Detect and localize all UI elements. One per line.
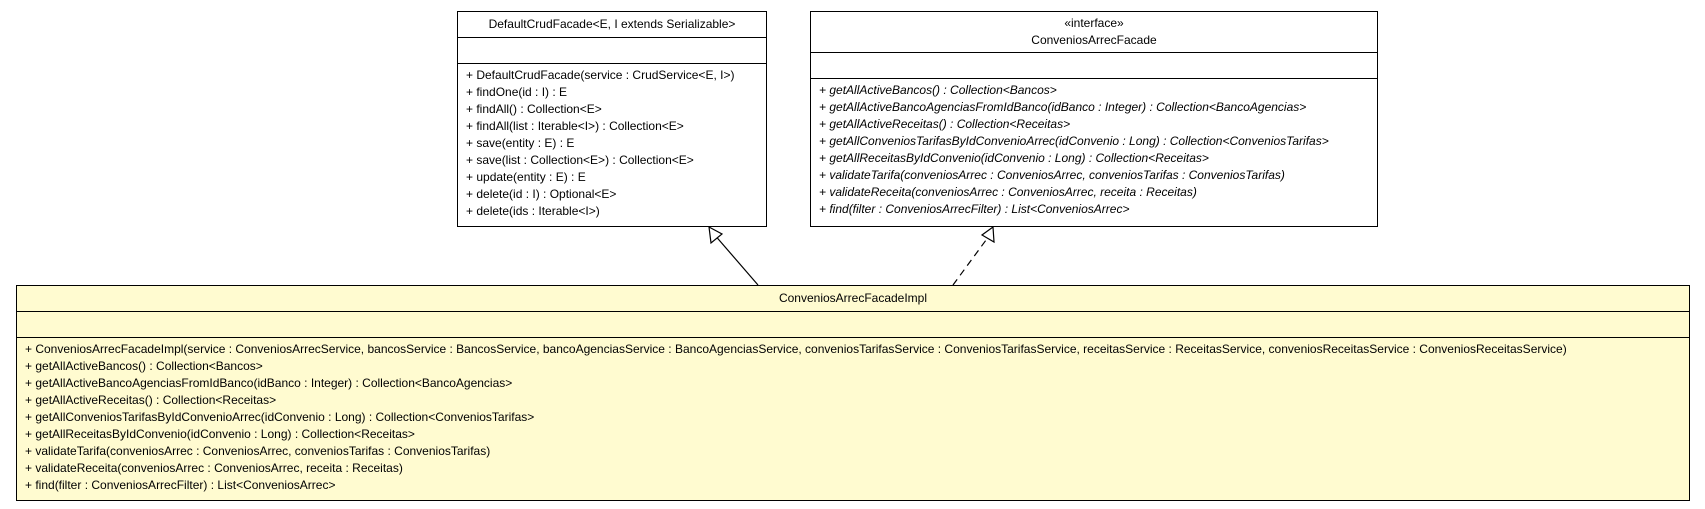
operation: + getAllActiveReceitas() : Collection<Re… — [25, 393, 277, 407]
operation: + delete(id : I) : Optional<E> — [466, 187, 617, 201]
operation: + getAllReceitasByIdConvenio(idConvenio … — [25, 427, 415, 441]
class-header: «interface» ConveniosArrecFacade — [811, 12, 1377, 53]
operation: + getAllActiveBancoAgenciasFromIdBanco(i… — [25, 376, 513, 390]
operation: + validateReceita(conveniosArrec : Conve… — [25, 461, 403, 475]
class-default-crud-facade: DefaultCrudFacade<E, I extends Serializa… — [457, 11, 767, 227]
operation: + findAll(list : Iterable<I>) : Collecti… — [466, 119, 684, 133]
class-name: DefaultCrudFacade<E, I extends Serializa… — [488, 17, 736, 31]
class-name: ConveniosArrecFacade — [1031, 33, 1157, 47]
stereotype-label: «interface» — [1064, 16, 1124, 30]
operation: + getAllActiveBancoAgenciasFromIdBanco(i… — [819, 100, 1307, 114]
operations-compartment: + getAllActiveBancos() : Collection<Banc… — [811, 79, 1377, 218]
operation: + validateTarifa(conveniosArrec : Conven… — [819, 168, 1285, 182]
generalization-arrow — [708, 225, 759, 286]
operation: + validateTarifa(conveniosArrec : Conven… — [25, 444, 491, 458]
operation: + save(entity : E) : E — [466, 136, 575, 150]
operations-compartment: + ConveniosArrecFacadeImpl(service : Con… — [17, 338, 1689, 494]
operation: + find(filter : ConveniosArrecFilter) : … — [819, 202, 1130, 216]
attributes-compartment — [458, 38, 766, 64]
class-convenios-arrec-facade-impl: ConveniosArrecFacadeImpl + ConveniosArre… — [16, 285, 1690, 501]
class-header: DefaultCrudFacade<E, I extends Serializa… — [458, 12, 766, 38]
realization-arrow — [952, 225, 995, 286]
operation: + save(list : Collection<E>) : Collectio… — [466, 153, 694, 167]
operation: + ConveniosArrecFacadeImpl(service : Con… — [25, 342, 1567, 356]
operation: + DefaultCrudFacade(service : CrudServic… — [466, 68, 735, 82]
attributes-compartment — [811, 53, 1377, 79]
operation: + findAll() : Collection<E> — [466, 102, 602, 116]
operation: + getAllReceitasByIdConvenio(idConvenio … — [819, 151, 1209, 165]
operation: + delete(ids : Iterable<I>) — [466, 204, 600, 218]
operation: + findOne(id : I) : E — [466, 85, 568, 99]
operation: + getAllConveniosTarifasByIdConvenioArre… — [25, 410, 535, 424]
operation: + getAllConveniosTarifasByIdConvenioArre… — [819, 134, 1329, 148]
operation: + getAllActiveBancos() : Collection<Banc… — [819, 83, 1057, 97]
operation: + getAllActiveReceitas() : Collection<Re… — [819, 117, 1071, 131]
operations-compartment: + DefaultCrudFacade(service : CrudServic… — [458, 64, 766, 220]
operation: + update(entity : E) : E — [466, 170, 586, 184]
class-header: ConveniosArrecFacadeImpl — [17, 286, 1689, 312]
class-name: ConveniosArrecFacadeImpl — [778, 291, 928, 305]
interface-convenios-arrec-facade: «interface» ConveniosArrecFacade + getAl… — [810, 11, 1378, 227]
operation: + getAllActiveBancos() : Collection<Banc… — [25, 359, 263, 373]
attributes-compartment — [17, 312, 1689, 338]
operation: + validateReceita(conveniosArrec : Conve… — [819, 185, 1197, 199]
operation: + find(filter : ConveniosArrecFilter) : … — [25, 478, 336, 492]
